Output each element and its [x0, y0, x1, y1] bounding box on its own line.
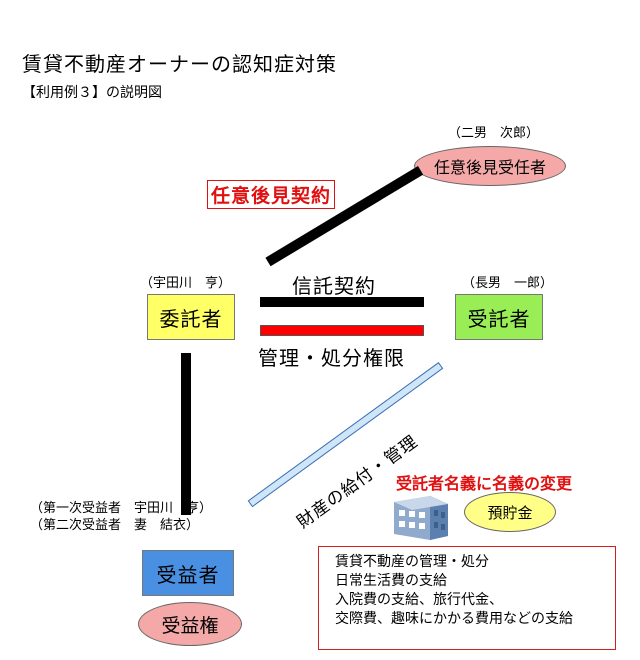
- guardianship-contract-text: 任意後見契約: [211, 185, 332, 207]
- uses-box: 賃貸不動産の管理・処分 日常生活費の支給 入院費の支給、旅行代金、 交際費、趣味…: [318, 546, 616, 650]
- beneficial-interest-ellipse: 受益権: [138, 602, 242, 646]
- settlor-beneficiary-connector: [181, 353, 191, 515]
- guardian-ellipse: 任意後見受任者: [414, 146, 566, 186]
- trustee-box: 受託者: [455, 294, 543, 340]
- trustee-label: 受託者: [467, 306, 531, 331]
- settlor-box: 委託者: [147, 294, 235, 340]
- deposit-label: 預貯金: [487, 503, 533, 522]
- beneficiary-note-first: （第一次受益者 宇田川 亨）: [30, 501, 213, 516]
- trust-contract-bar: [260, 297, 424, 307]
- guardian-note: （二男 次郎）: [448, 126, 540, 141]
- trust-contract-label: 信託契約: [292, 274, 376, 298]
- use-item: 賃貸不動産の管理・処分: [335, 554, 489, 570]
- management-rights-bar: [260, 325, 424, 336]
- trustee-note: （長男 一郎）: [462, 276, 554, 291]
- use-item: 日常生活費の支給: [335, 573, 447, 589]
- beneficiary-box: 受益者: [142, 550, 234, 596]
- use-item: 交際費、趣味にかかる費用などの支給: [335, 611, 573, 627]
- beneficial-interest-label: 受益権: [161, 614, 219, 637]
- page-title: 賃貸不動産オーナーの認知症対策: [22, 52, 337, 76]
- name-change-label: 受託者名義に名義の変更: [396, 474, 573, 493]
- use-item: 入院費の支給、旅行代金、: [335, 592, 503, 608]
- settlor-label: 委託者: [159, 306, 223, 331]
- guardian-label: 任意後見受任者: [433, 158, 546, 177]
- building-icon: [394, 496, 448, 540]
- page-subtitle: 【利用例３】の説明図: [22, 85, 162, 101]
- management-rights-label: 管理・処分権限: [258, 346, 405, 370]
- beneficiary-label: 受益者: [156, 562, 220, 587]
- guardianship-contract-label: 任意後見契約: [207, 180, 336, 209]
- deposit-ellipse: 預貯金: [464, 492, 556, 532]
- beneficiary-note-second: （第二次受益者 妻 結衣）: [30, 518, 200, 533]
- settlor-note: （宇田川 亨）: [140, 276, 232, 291]
